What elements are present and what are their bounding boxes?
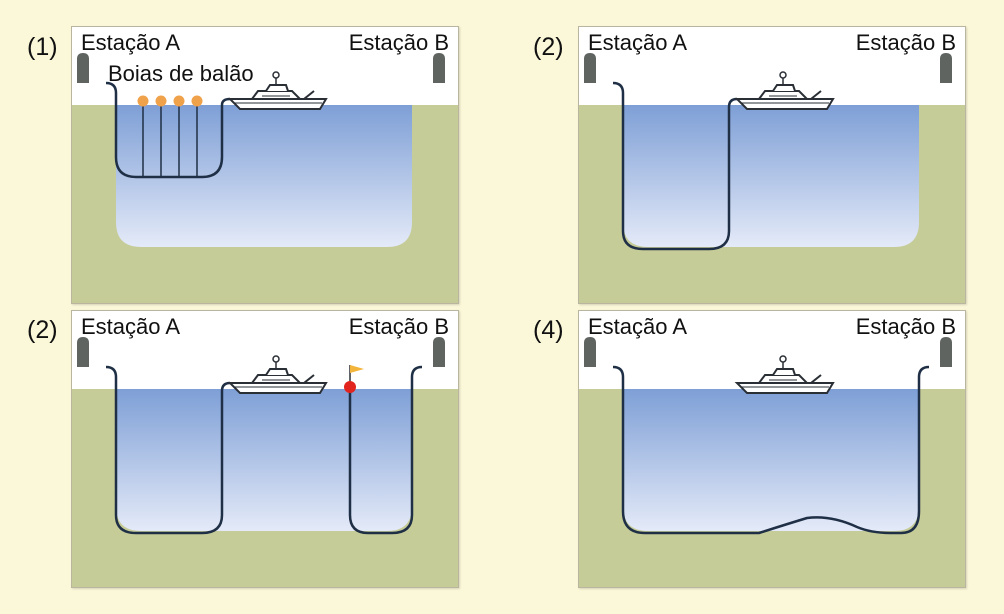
step-number: (2)	[533, 33, 564, 61]
station-b-label: Estação B	[348, 314, 449, 339]
cable-station-b	[348, 365, 423, 535]
step-number: (4)	[533, 316, 564, 344]
panel-1-scene	[72, 27, 458, 303]
step-number: (2)	[27, 316, 58, 344]
balloon-buoy	[173, 95, 185, 107]
balloon-buoy	[137, 95, 149, 107]
cable	[612, 81, 738, 251]
station-b-label: Estação B	[348, 30, 449, 55]
marker-flag	[350, 365, 364, 373]
panel-3-scene	[72, 311, 458, 587]
station-a-label: Estação A	[81, 30, 181, 55]
sky-shore	[72, 27, 458, 105]
water	[116, 105, 412, 247]
panel-step-2: Estação A Estação B	[578, 26, 966, 304]
panel-step-4: Estação A Estação B	[578, 310, 966, 588]
cable	[612, 365, 930, 535]
station-b-label: Estação B	[855, 30, 956, 55]
step-number: (1)	[27, 33, 58, 61]
balloon-buoy	[191, 95, 203, 107]
water	[116, 389, 412, 531]
panel-2-scene	[579, 27, 965, 303]
sky-shore	[579, 27, 965, 105]
balloon-buoy	[155, 95, 167, 107]
station-b-post	[433, 53, 445, 83]
station-a-post	[77, 53, 89, 83]
station-a-post	[584, 53, 596, 83]
balloon-buoys-label: Boias de balão	[108, 61, 254, 86]
sky-shore	[579, 311, 965, 389]
station-b-post	[433, 337, 445, 367]
station-b-label: Estação B	[855, 314, 956, 339]
station-b-post	[940, 337, 952, 367]
station-a-label: Estação A	[588, 314, 688, 339]
water	[623, 105, 919, 247]
station-a-label: Estação A	[588, 30, 688, 55]
panel-step-3: Estação A Estação B	[71, 310, 459, 588]
marker-buoy	[344, 381, 356, 393]
water	[623, 389, 919, 531]
cable	[105, 81, 231, 179]
panel-4-scene	[579, 311, 965, 587]
station-a-label: Estação A	[81, 314, 181, 339]
station-a-post	[77, 337, 89, 367]
cable-station-a	[105, 365, 231, 535]
station-a-post	[584, 337, 596, 367]
panel-step-1: Estação A Estação B Boias de balão	[71, 26, 459, 304]
station-b-post	[940, 53, 952, 83]
